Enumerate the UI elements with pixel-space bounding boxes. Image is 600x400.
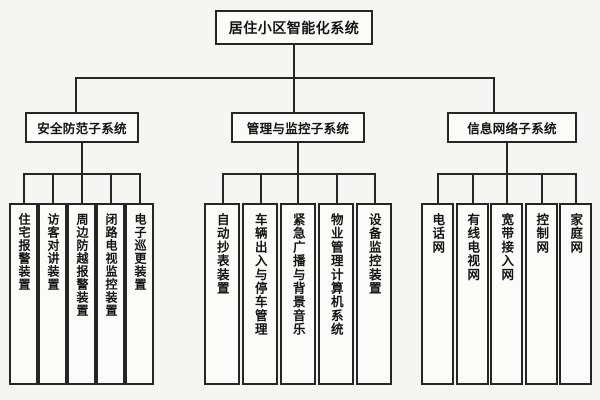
connector-leafdrop-1-3: [336, 173, 338, 203]
leaf-node-1-4-label: 设备监控装置: [366, 213, 382, 296]
connector-stem-branch-2: [506, 143, 508, 174]
connector-leafdrop-1-4: [374, 173, 376, 203]
leaf-node-0-0-label: 住宅报警装置: [16, 213, 31, 291]
leaf-node-0-1: 访客对讲装置: [38, 203, 67, 385]
leaf-node-0-4-label: 电子巡更装置: [132, 213, 147, 291]
branch-node-security-label: 安全防范子系统: [37, 121, 127, 136]
leaf-node-2-3: 控制网: [525, 203, 558, 385]
connector-leafdrop-0-1: [52, 173, 54, 203]
connector-level2-bus: [75, 77, 495, 79]
connector-leafdrop-2-1: [472, 173, 474, 203]
branch-node-management: 管理与监控子系统: [231, 112, 365, 143]
connector-leafdrop-1-2: [297, 173, 299, 203]
branch-node-management-label: 管理与监控子系统: [246, 121, 350, 136]
connector-leafdrop-2-2: [506, 173, 508, 203]
branch-node-security: 安全防范子系统: [25, 112, 139, 143]
leaf-node-1-3: 物业管理计算机系统: [318, 203, 354, 385]
connector-leafdrop-2-4: [575, 173, 577, 203]
leaf-node-1-2-label: 紧急广播与背景音乐: [290, 213, 306, 337]
leaf-node-0-0: 住宅报警装置: [9, 203, 38, 385]
leaf-node-0-2: 周边防越报警装置: [67, 203, 96, 385]
leaf-node-1-1: 车辆出入与停车管理: [242, 203, 278, 385]
leaf-node-1-1-label: 车辆出入与停车管理: [252, 213, 268, 337]
leaf-node-0-3: 闭路电视监控装置: [96, 203, 125, 385]
connector-drop-branch-2: [493, 77, 495, 112]
root-node-label: 居住小区智能化系统: [228, 20, 360, 37]
leaf-node-1-2: 紧急广播与背景音乐: [280, 203, 316, 385]
leaf-node-2-2-label: 宽带接入网: [499, 213, 515, 282]
root-node: 居住小区智能化系统: [215, 10, 373, 45]
connector-leafdrop-0-0: [23, 173, 25, 203]
leaf-node-2-3-label: 控制网: [534, 213, 550, 255]
leaf-node-1-4: 设备监控装置: [356, 203, 392, 385]
leaf-node-0-2-label: 周边防越报警装置: [74, 213, 89, 317]
leaf-node-1-0-label: 自动抄表装置: [214, 213, 230, 296]
connector-leafdrop-0-4: [139, 173, 141, 203]
connector-leafdrop-0-3: [110, 173, 112, 203]
leaf-node-1-0: 自动抄表装置: [204, 203, 240, 385]
branch-node-network: 信息网络子系统: [447, 112, 577, 143]
connector-leafdrop-1-1: [260, 173, 262, 203]
connector-drop-branch-1: [293, 77, 295, 112]
connector-stem-branch-1: [297, 143, 299, 174]
leaf-node-2-0-label: 电话网: [430, 213, 446, 255]
leaf-node-2-0: 电话网: [421, 203, 454, 385]
leaf-node-1-3-label: 物业管理计算机系统: [328, 213, 344, 337]
leaf-node-2-2: 宽带接入网: [490, 203, 523, 385]
connector-root-stem: [293, 45, 295, 78]
branch-node-network-label: 信息网络子系统: [467, 121, 557, 136]
leaf-node-2-1: 有线电视网: [456, 203, 489, 385]
connector-leafdrop-1-0: [222, 173, 224, 203]
connector-leafdrop-2-0: [437, 173, 439, 203]
leaf-node-2-4-label: 家庭网: [568, 213, 584, 255]
leaf-node-0-1-label: 访客对讲装置: [45, 213, 60, 291]
connector-leafdrop-2-3: [541, 173, 543, 203]
leaf-node-0-3-label: 闭路电视监控装置: [103, 213, 118, 317]
connector-leafdrop-0-2: [81, 173, 83, 203]
leaf-node-0-4: 电子巡更装置: [125, 203, 154, 385]
leaf-node-2-1-label: 有线电视网: [465, 213, 481, 282]
connector-drop-branch-0: [75, 77, 77, 112]
leaf-node-2-4: 家庭网: [559, 203, 592, 385]
connector-stem-branch-0: [81, 143, 83, 174]
